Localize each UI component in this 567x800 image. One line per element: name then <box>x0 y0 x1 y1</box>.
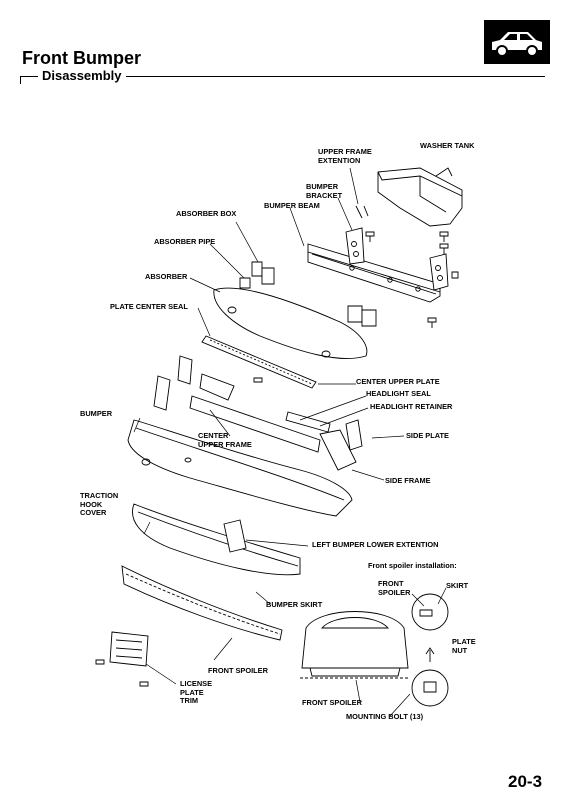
label-side-plate: SIDE PLATE <box>406 431 449 440</box>
section-rule-corner <box>20 76 21 84</box>
label-plate-nut: PLATE NUT <box>452 637 476 655</box>
label-center-upper-frame: CENTER UPPER FRAME <box>198 431 252 449</box>
section-subtitle: Disassembly <box>38 68 126 83</box>
plate-center-seal-part <box>201 335 317 389</box>
label-absorber-box: ABSORBER BOX <box>176 209 237 218</box>
label-headlight-seal: HEADLIGHT SEAL <box>366 389 431 398</box>
label-washer-tank: WASHER TANK <box>420 141 475 150</box>
label-bumper-skirt: BUMPER SKIRT <box>266 600 323 609</box>
side-frame-parts <box>319 419 363 501</box>
car-front-view <box>300 593 449 707</box>
bumper-beam-part <box>307 243 441 303</box>
label-side-frame: SIDE FRAME <box>385 476 431 485</box>
label-center-upper-plate: CENTER UPPER PLATE <box>356 377 440 386</box>
page-title: Front Bumper <box>22 48 141 68</box>
license-plate-trim-part <box>95 631 149 687</box>
label-bumper-beam: BUMPER BEAM <box>264 201 320 210</box>
label-absorber: ABSORBER <box>145 272 188 281</box>
washer-tank-part <box>377 167 463 227</box>
leader-lines <box>133 167 447 717</box>
label-mounting-bolt: MOUNTING BOLT (13) <box>346 712 424 721</box>
bracket-bolts <box>365 231 459 328</box>
label-traction-hook-cover: TRACTION HOOK COVER <box>80 491 119 518</box>
label-headlight-retainer: HEADLIGHT RETAINER <box>370 402 453 411</box>
label-skirt: SKIRT <box>446 581 469 590</box>
absorber-part <box>213 287 368 359</box>
label-front-spoiler-bottom: FRONT SPOILER <box>302 698 362 707</box>
bumper-part <box>127 419 353 517</box>
label-bumper-bracket: BUMPER BRACKET <box>306 182 343 200</box>
section-rule <box>20 76 545 77</box>
bumper-skirt-part <box>132 503 301 576</box>
car-badge <box>484 20 550 64</box>
label-left-bumper-lower-extention: LEFT BUMPER LOWER EXTENTION <box>312 540 439 549</box>
car-icon <box>492 32 542 57</box>
label-plate-center-seal: PLATE CENTER SEAL <box>110 302 188 311</box>
center-upper-parts <box>153 355 331 453</box>
label-license-plate-trim: LICENSE PLATE TRIM <box>180 679 213 706</box>
label-bumper: BUMPER <box>80 409 113 418</box>
label-front-spoiler-detail: FRONT SPOILER <box>378 579 411 597</box>
front-spoiler-part <box>121 565 283 641</box>
absorber-box-parts <box>239 261 377 327</box>
label-front-spoiler-installation: Front spoiler installation: <box>368 561 457 570</box>
page-number: 20-3 <box>508 772 543 791</box>
label-upper-frame-extention: UPPER FRAME EXTENTION <box>318 147 372 165</box>
label-absorber-pipe: ABSORBER PIPE <box>154 237 216 246</box>
label-front-spoiler: FRONT SPOILER <box>208 666 268 675</box>
bumper-bracket-part <box>345 205 449 291</box>
